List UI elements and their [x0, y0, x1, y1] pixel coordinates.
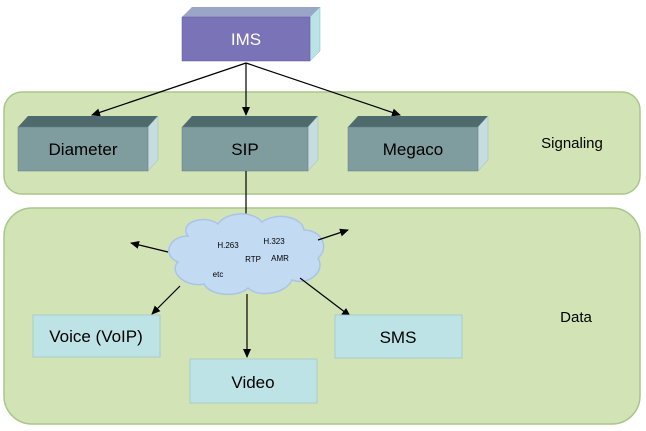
arrow-cloud-to-voice [151, 285, 181, 315]
cloud-protocol-etc: etc [213, 270, 224, 279]
arrow-cloud-to-sms [299, 277, 351, 317]
ims-label: IMS [231, 30, 261, 49]
arrow-ims-to-diameter [91, 62, 247, 117]
protocol-cloud: H.263 H.323 RTP AMR etc [168, 213, 325, 296]
sip-node: SIP [181, 115, 319, 172]
ims-arrows [91, 62, 401, 117]
data-label: Data [560, 309, 592, 326]
megaco-label: Megaco [383, 140, 443, 159]
cloud-protocol-h323: H.323 [263, 237, 285, 246]
signaling-label: Signaling [541, 135, 603, 152]
video-service: Video [189, 358, 318, 404]
voice-voip-service: Voice (VoIP) [32, 314, 161, 358]
cloud-protocol-rtp: RTP [245, 255, 261, 264]
sms-service: SMS [334, 314, 463, 359]
sms-label: SMS [380, 328, 417, 347]
arrow-cloud-left [130, 241, 169, 253]
arrow-cloud-right [317, 228, 349, 241]
arrow-ims-to-megaco [245, 62, 401, 117]
sip-label: SIP [231, 140, 258, 159]
cloud-arrows [130, 228, 351, 358]
diameter-node: Diameter [17, 115, 159, 172]
voice-voip-label: Voice (VoIP) [49, 327, 143, 346]
diameter-label: Diameter [49, 140, 118, 159]
video-label: Video [231, 373, 274, 392]
cloud-protocol-amr: AMR [271, 254, 289, 263]
data-region: Data [3, 207, 641, 425]
ims-node: IMS [181, 6, 321, 62]
cloud-protocol-h263: H.263 [217, 241, 239, 250]
megaco-node: Megaco [347, 115, 489, 172]
